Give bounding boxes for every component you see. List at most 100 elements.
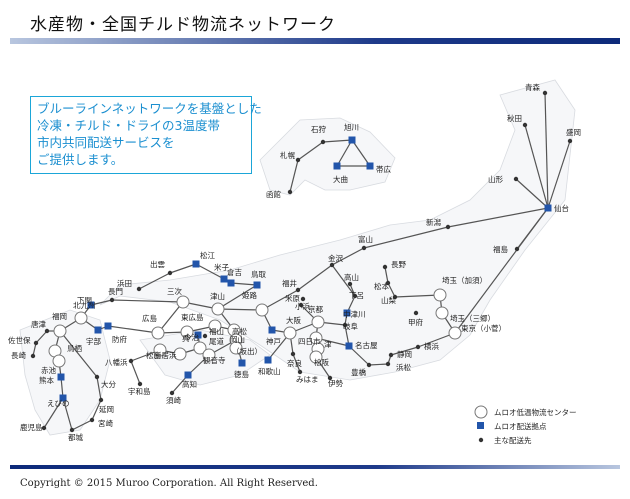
logistics-center-marker bbox=[435, 306, 449, 320]
delivery-base-marker bbox=[87, 301, 95, 309]
delivery-base-marker bbox=[192, 260, 200, 268]
city-label: えびの bbox=[47, 399, 70, 408]
destination-marker bbox=[567, 138, 573, 144]
logistics-center-marker bbox=[433, 288, 447, 302]
city-label: 長門 bbox=[108, 287, 123, 296]
city-label: 佐世保 bbox=[8, 335, 31, 345]
route-line bbox=[111, 299, 184, 303]
route-line bbox=[447, 207, 549, 228]
city-label: 津 bbox=[324, 340, 332, 349]
delivery-base-marker bbox=[194, 331, 202, 339]
delivery-base-marker bbox=[343, 309, 351, 317]
city-label: 大曲 bbox=[333, 174, 348, 184]
city-label: 四日市 bbox=[298, 336, 321, 346]
city-label: 八幡浜 bbox=[105, 357, 128, 367]
city-label: 延岡 bbox=[99, 404, 114, 414]
city-label: 宇部 bbox=[86, 336, 101, 346]
city-label: 長崎 bbox=[11, 350, 26, 360]
delivery-base-marker bbox=[104, 322, 112, 330]
legend-dest-icon bbox=[478, 437, 484, 443]
route-line bbox=[417, 332, 456, 348]
destination-marker bbox=[287, 189, 293, 195]
legend: ムロオ低温物流センター ムロオ配送拠点 主な配送先 bbox=[474, 405, 577, 445]
route-line bbox=[384, 266, 389, 284]
route-line bbox=[363, 226, 449, 249]
route-line bbox=[91, 399, 102, 421]
delivery-base-marker bbox=[333, 162, 341, 170]
destination-marker bbox=[514, 246, 520, 252]
city-label: 旭川 bbox=[344, 122, 359, 132]
route-line bbox=[35, 330, 48, 344]
network-nodes bbox=[30, 90, 573, 433]
city-label: 東広島 bbox=[181, 312, 204, 322]
city-label: 三次 bbox=[167, 286, 182, 296]
city-label: 福山 bbox=[209, 326, 224, 336]
tagline-box: ブルーラインネットワークを基盤とした 冷凍・チルド・ドライの3温度帯 市内共同配… bbox=[30, 96, 262, 174]
destination-marker bbox=[361, 245, 367, 251]
route-line bbox=[322, 139, 353, 143]
route-line bbox=[390, 346, 419, 356]
logistics-center-marker bbox=[311, 315, 325, 329]
city-label: （坂出） bbox=[232, 346, 262, 356]
route-line bbox=[217, 284, 258, 310]
route-line bbox=[331, 264, 356, 297]
logistics-center-marker bbox=[255, 303, 269, 317]
city-label: 高松 bbox=[232, 326, 247, 336]
logistics-center-marker bbox=[211, 302, 225, 316]
route-line bbox=[547, 140, 571, 209]
city-label: 京都 bbox=[308, 304, 323, 314]
city-label: 横浜 bbox=[424, 341, 439, 351]
destination-marker bbox=[69, 427, 75, 433]
route-line bbox=[387, 282, 396, 298]
city-label: 中津川 bbox=[343, 309, 366, 319]
city-label: 熊本 bbox=[39, 375, 54, 385]
destination-marker bbox=[385, 361, 391, 367]
route-line bbox=[261, 289, 299, 311]
city-label: 米原 bbox=[285, 293, 300, 303]
route-line bbox=[297, 141, 324, 161]
city-label: 高知 bbox=[182, 379, 197, 389]
logistics-center-marker bbox=[153, 343, 167, 357]
destination-marker bbox=[94, 374, 100, 380]
city-label: 秋田 bbox=[507, 113, 522, 123]
city-label: 鳥取 bbox=[251, 269, 266, 279]
copyright: Copyright © 2015 Muroo Corporation. All … bbox=[20, 478, 318, 489]
city-label: 長野 bbox=[391, 260, 406, 269]
city-label: 埼玉（加須） bbox=[442, 275, 487, 285]
city-labels: 石狩旭川札幌帯広大曲函館青森秋田盛岡山形仙台福島新潟富山長野松本山梨甲府埼玉（加… bbox=[8, 82, 581, 442]
route-line bbox=[289, 159, 299, 193]
page-title: 水産物・全国チルド物流ネットワーク bbox=[30, 15, 336, 35]
destination-marker bbox=[347, 281, 353, 287]
logistics-center-marker bbox=[52, 354, 66, 368]
city-label: 札幌 bbox=[280, 150, 295, 160]
destination-marker bbox=[522, 122, 528, 128]
destination-marker bbox=[44, 328, 50, 334]
city-label: 奈良 bbox=[287, 358, 302, 368]
city-label: 尾道 bbox=[209, 336, 224, 346]
route-line bbox=[195, 263, 225, 280]
city-label: 仙台 bbox=[554, 203, 569, 213]
city-label: 姫路 bbox=[242, 290, 257, 300]
city-label: 松本 bbox=[374, 281, 389, 291]
city-label: 唐津 bbox=[31, 319, 46, 329]
legend-center-icon bbox=[474, 405, 488, 419]
city-label: 浜松 bbox=[396, 362, 411, 372]
route-line bbox=[515, 178, 549, 209]
route-line bbox=[351, 139, 371, 167]
city-label: 神戸 bbox=[266, 336, 281, 346]
destination-marker bbox=[137, 381, 143, 387]
destination-marker bbox=[109, 297, 115, 303]
city-label: 防府 bbox=[112, 334, 127, 344]
destination-marker bbox=[295, 287, 301, 293]
route-line bbox=[32, 342, 37, 357]
delivery-base-marker bbox=[57, 373, 65, 381]
destination-marker bbox=[366, 362, 372, 368]
route-line bbox=[336, 139, 353, 167]
city-label: 松山 bbox=[146, 350, 161, 360]
delivery-base-marker bbox=[227, 279, 235, 287]
city-label: 甲府 bbox=[408, 317, 423, 327]
city-label: 福島 bbox=[493, 244, 508, 254]
logistics-center-marker bbox=[176, 295, 190, 309]
city-label: 鳥栖 bbox=[67, 343, 82, 353]
